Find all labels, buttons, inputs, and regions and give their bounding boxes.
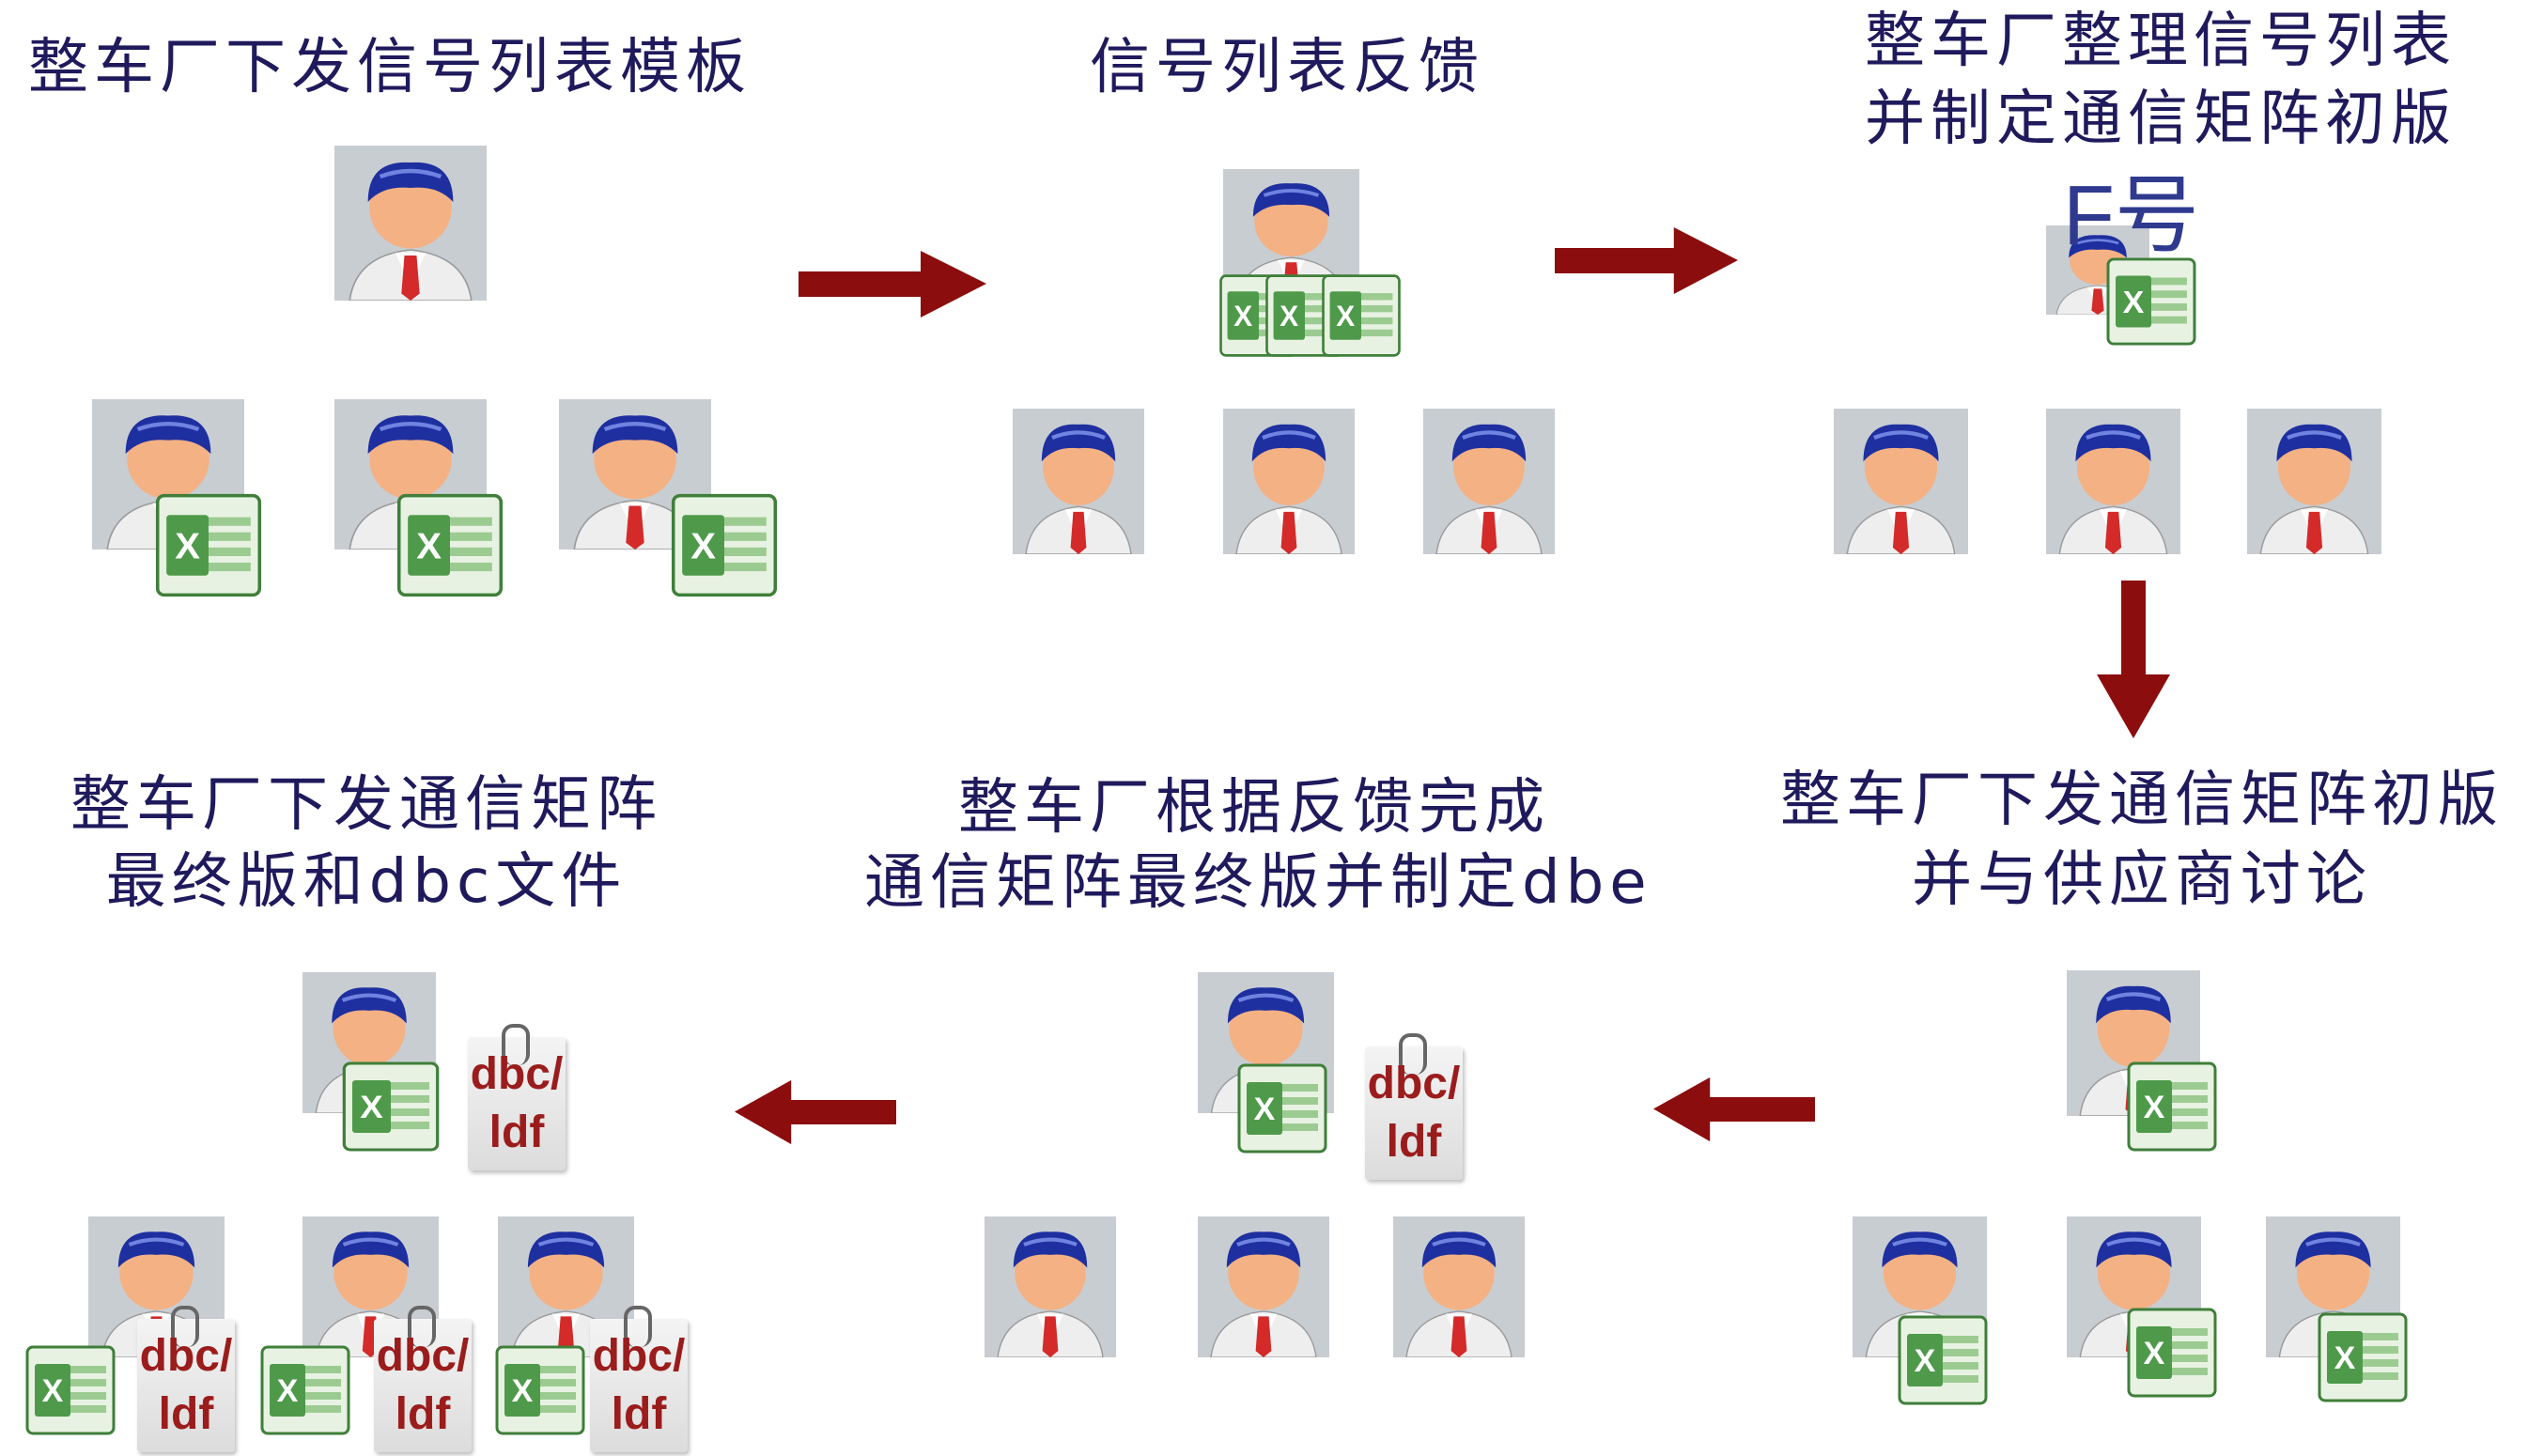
svg-text:X: X [360, 1090, 383, 1124]
ldf-label: ldf [158, 1389, 214, 1439]
file-page [1365, 1046, 1463, 1180]
paperclip-icon [171, 1306, 199, 1347]
svg-text:X: X [2144, 1336, 2165, 1371]
step3-title-line2: 并制定通信矩阵初版 [1865, 85, 2457, 154]
dbc-label: dbc/ [139, 1331, 233, 1381]
ldf-label: ldf [611, 1389, 667, 1439]
dbc-ldf-file-icon: dbc/ldf [130, 1306, 242, 1456]
arrow-left-icon [735, 1078, 896, 1146]
step5-title-line2: 通信矩阵最终版并制定dbe [864, 848, 1652, 918]
svg-text:X: X [277, 1373, 299, 1409]
paperclip-icon [408, 1306, 436, 1347]
svg-text:X: X [1915, 1343, 1936, 1379]
svg-text:X: X [175, 526, 200, 566]
file-page [137, 1319, 235, 1452]
person-icon [1393, 1216, 1525, 1357]
paperclip-icon [1399, 1033, 1427, 1075]
excel-icon: X [395, 491, 505, 599]
excel-icon: X [2125, 1306, 2219, 1400]
excel-icon: X [258, 1343, 352, 1437]
step5-title-line1: 整车厂根据反馈完成 [958, 773, 1550, 843]
person-icon [2046, 409, 2180, 554]
person-icon [334, 146, 487, 301]
arrow-right-icon [799, 249, 986, 319]
svg-text:X: X [690, 526, 716, 566]
step1-title: 整车厂下发信号列表模板 [28, 33, 752, 102]
dbc-ldf-file-icon: dbc/ldf [1357, 1033, 1470, 1184]
dbc-label: dbc/ [592, 1331, 686, 1381]
arrow-right-icon [1555, 225, 1738, 296]
step3-title-line1: 整车厂整理信号列表 [1865, 7, 2457, 76]
svg-text:X: X [2144, 1090, 2165, 1125]
excel-icon: X [23, 1343, 117, 1437]
ldf-label: ldf [1386, 1117, 1442, 1167]
dbc-ldf-file-icon: dbc/ldf [460, 1024, 573, 1174]
person-icon [1013, 409, 1144, 554]
paperclip-icon [502, 1024, 530, 1065]
dbc-label: dbc/ [1367, 1059, 1461, 1108]
svg-text:X: X [1280, 300, 1299, 333]
dbc-label: dbc/ [376, 1331, 470, 1381]
svg-text:X: X [416, 526, 442, 566]
person-icon [985, 1216, 1116, 1357]
svg-text:X: X [2123, 286, 2145, 320]
ldf-label: ldf [489, 1107, 545, 1157]
dbc-ldf-file-icon: dbc/ldf [366, 1306, 479, 1456]
person-icon [1423, 409, 1555, 554]
svg-text:X: X [1233, 300, 1253, 333]
person-icon [2247, 409, 2381, 554]
excel-icon: X [1235, 1061, 1329, 1155]
svg-text:X: X [42, 1373, 64, 1409]
file-page [374, 1319, 472, 1452]
ldf-label: ldf [395, 1389, 451, 1439]
step4-title-line2: 并与供应商讨论 [1912, 845, 2372, 915]
arrow-down-icon [2097, 581, 2170, 738]
step2-title: 信号列表反馈 [1090, 33, 1484, 102]
excel-icon: X [153, 491, 264, 599]
arrow-left-icon [1653, 1076, 1815, 1143]
excel-icon: X [2316, 1310, 2410, 1404]
svg-text:X: X [2334, 1340, 2356, 1376]
excel-icon: X [493, 1343, 587, 1437]
person-icon [1198, 1216, 1329, 1357]
dbc-ldf-file-icon: dbc/ldf [582, 1306, 695, 1456]
file-page [590, 1319, 688, 1452]
svg-text:X: X [512, 1373, 534, 1409]
excel-icon: X [2125, 1060, 2219, 1154]
excel-icon: X [1896, 1313, 1990, 1407]
step6-title-line1: 整车厂下发通信矩阵 [70, 770, 662, 840]
svg-text:X: X [1336, 300, 1356, 333]
step6-title-line2: 最终版和dbc文件 [105, 847, 628, 917]
excel-icon: X [340, 1060, 442, 1154]
svg-text:X: X [1254, 1092, 1276, 1127]
person-icon [1223, 409, 1355, 554]
person-icon [1834, 409, 1968, 554]
excel-icon: X [2104, 256, 2198, 348]
excel-icon: X [1320, 272, 1403, 359]
step4-title-line1: 整车厂下发通信矩阵初版 [1780, 766, 2504, 835]
paperclip-icon [624, 1306, 652, 1347]
f-stamp-glyph: F号 [2063, 169, 2199, 263]
excel-icon: X [669, 491, 780, 599]
dbc-label: dbc/ [470, 1049, 564, 1099]
file-page [468, 1037, 566, 1170]
